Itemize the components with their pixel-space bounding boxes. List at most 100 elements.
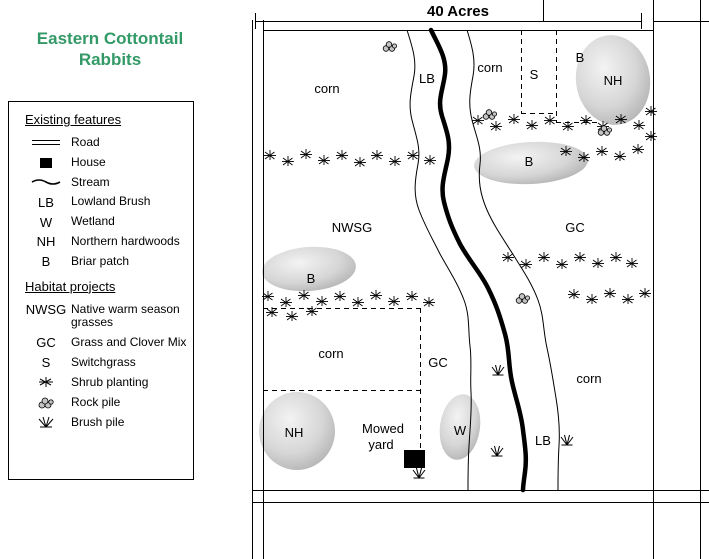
map-area-label-corn: corn bbox=[576, 371, 601, 386]
legend-label-lowland-brush: Lowland Brush bbox=[71, 194, 151, 209]
northern-hardwoods-area-southwest bbox=[259, 392, 335, 470]
map-area-label-lb: LB bbox=[535, 433, 551, 448]
map-area-label-mowed: Mowed bbox=[362, 421, 404, 436]
shrub-planting-symbol bbox=[526, 120, 538, 130]
map-area-label-yard: yard bbox=[368, 437, 393, 452]
shrub-planting-symbol bbox=[614, 151, 626, 161]
map-area-label-gc: GC bbox=[428, 355, 448, 370]
legend-item-wetland: W Wetland bbox=[21, 214, 191, 230]
lowland-brush-code: LB bbox=[38, 194, 54, 210]
legend-label-nwsg: Native warm season grasses bbox=[71, 301, 180, 330]
legend-label-grass-clover: Grass and Clover Mix bbox=[71, 335, 187, 350]
house-icon bbox=[40, 157, 52, 168]
page-title-line1: Eastern Cottontail bbox=[36, 29, 184, 48]
grass-clover-code: GC bbox=[36, 335, 56, 351]
shrub-planting-symbol bbox=[336, 150, 348, 160]
rock-pile-symbol bbox=[515, 293, 530, 304]
legend-item-nwsg: NWSG Native warm season grasses bbox=[21, 301, 191, 331]
shrub-planting-symbol bbox=[266, 307, 278, 317]
nwsg-code: NWSG bbox=[25, 301, 67, 317]
shrub-planting-symbol bbox=[586, 294, 598, 304]
shrub-planting-symbol bbox=[388, 296, 400, 306]
brush-pile-symbol bbox=[412, 467, 426, 479]
shrub-planting-symbol bbox=[596, 146, 608, 156]
existing-features-heading: Existing features bbox=[25, 112, 122, 127]
shrub-planting-symbol bbox=[562, 121, 574, 131]
shrub-planting-symbol bbox=[424, 155, 436, 165]
shrub-planting-symbol bbox=[407, 150, 419, 160]
stream bbox=[428, 27, 529, 493]
map-area-label-w: W bbox=[454, 423, 467, 438]
briar-patch-code: B bbox=[41, 254, 51, 270]
lowland-brush-west-edge bbox=[406, 29, 472, 491]
shrub-planting-symbol bbox=[639, 288, 651, 298]
legend-label-shrub-planting: Shrub planting bbox=[71, 374, 149, 389]
shrub-planting-symbol bbox=[423, 297, 435, 307]
map-area-label-corn: corn bbox=[477, 60, 502, 75]
shrub-planting-symbol bbox=[578, 152, 590, 162]
road-icon bbox=[32, 140, 60, 146]
shrub-planting-symbol bbox=[560, 146, 572, 156]
shrub-planting-symbol bbox=[626, 258, 638, 268]
northern-hardwoods-area-northeast bbox=[575, 35, 651, 125]
shrub-planting-symbol bbox=[633, 120, 645, 130]
legend-item-house: House bbox=[21, 154, 191, 170]
shrub-planting-symbol bbox=[645, 106, 657, 116]
legend-label-brush-pile: Brush pile bbox=[71, 414, 125, 429]
project-boundaries bbox=[263, 30, 600, 450]
stream-icon bbox=[31, 179, 61, 186]
shrub-planting-symbol bbox=[592, 258, 604, 268]
shrub-planting-symbol bbox=[354, 157, 366, 167]
map-area-label-s: S bbox=[530, 67, 539, 82]
switchgrass-code: S bbox=[41, 355, 51, 371]
shrub-planting-symbol bbox=[544, 115, 556, 125]
legend-label-house: House bbox=[71, 154, 106, 169]
shrub-planting-symbol bbox=[632, 144, 644, 154]
shrub-planting-symbol bbox=[580, 115, 592, 125]
legend-label-rock-pile: Rock pile bbox=[71, 394, 121, 409]
shrub-planting-symbol bbox=[568, 289, 580, 299]
map-area-label-corn: corn bbox=[318, 346, 343, 361]
lowland-brush-east-edge bbox=[466, 29, 560, 491]
legend-item-switchgrass: S Switchgrass bbox=[21, 354, 191, 371]
shrub-planting-symbol bbox=[306, 306, 318, 316]
shrub-planting-symbol bbox=[300, 149, 312, 159]
legend-item-briar-patch: B Briar patch bbox=[21, 254, 191, 270]
rockpile-icon bbox=[38, 397, 54, 409]
map-area-label-nh: NH bbox=[604, 73, 623, 88]
map-area-label-b: B bbox=[576, 50, 585, 65]
shrub-planting-symbol bbox=[298, 290, 310, 300]
legend-item-shrub-planting: Shrub planting bbox=[21, 374, 191, 390]
map-area-label-corn: corn bbox=[314, 81, 339, 96]
legend-label-stream: Stream bbox=[71, 174, 110, 189]
wetland-code: W bbox=[39, 214, 53, 230]
map-area-label-b: B bbox=[525, 154, 534, 169]
map-area-label-gc: GC bbox=[565, 220, 585, 235]
map-symbols-layer bbox=[262, 41, 657, 479]
brush-pile-symbol bbox=[491, 364, 505, 376]
shrub-planting-symbol bbox=[645, 131, 657, 141]
habitat-projects-heading: Habitat projects bbox=[25, 278, 116, 294]
shrub-planting-symbol bbox=[502, 252, 514, 262]
shrub-planting-symbol bbox=[352, 297, 364, 307]
legend-label-switchgrass: Switchgrass bbox=[71, 354, 136, 369]
page-title-line2: Rabbits bbox=[78, 50, 142, 70]
shrub-planting-symbol bbox=[604, 288, 616, 298]
brushpile-icon bbox=[38, 416, 54, 428]
shrub-planting-symbol bbox=[264, 150, 276, 160]
shrub-planting-symbol bbox=[370, 290, 382, 300]
rock-pile-symbol bbox=[597, 125, 612, 136]
shrub-icon bbox=[39, 376, 53, 387]
shrub-planting-symbol bbox=[318, 155, 330, 165]
shrub-planting-symbol bbox=[286, 311, 298, 321]
shrub-planting-symbol bbox=[371, 150, 383, 160]
map-area-label-b: B bbox=[307, 271, 316, 286]
shrub-planting-symbol bbox=[556, 259, 568, 269]
rock-pile-symbol bbox=[382, 41, 397, 52]
legend-item-grass-clover: GC Grass and Clover Mix bbox=[21, 335, 191, 351]
shrub-planting-symbol bbox=[610, 252, 622, 262]
legend-label-wetland: Wetland bbox=[71, 214, 115, 229]
shrub-planting-symbol bbox=[472, 115, 484, 125]
